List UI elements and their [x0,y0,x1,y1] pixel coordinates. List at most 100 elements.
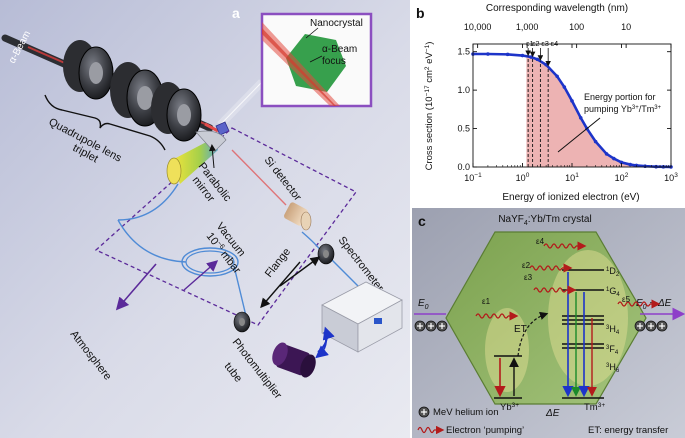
legend-ion: MeV helium ion [418,406,498,418]
si-detector [231,149,312,231]
top-tick-label: 1,000 [516,22,539,32]
y-tick-label: 0.5 [457,124,470,134]
legend-pump: Electron ‘pumping’ [417,425,524,436]
panel-a: a α-Beam Quadrupole lens triplet [0,0,410,438]
photomultiplier-tube [272,342,316,378]
inset-nanocrystal-label: Nanocrystal [310,18,363,29]
panel-b-letter: b [416,5,425,21]
crystal-label: NaYF4:Yb/Tm crystal [498,214,591,227]
pumping-squiggle [617,301,651,307]
lens-brace [44,94,166,151]
top-tick-label: 100 [569,22,584,32]
epsilon-marker-label: ε4 [551,39,559,48]
y-axis-label: Cross section (10−17 cm2 eV−1) [424,42,435,171]
data-point [555,74,559,79]
x-tick-label: 100 [516,172,530,183]
pumping-epsilon-label: ε3 [524,273,533,282]
vacuum-arrow [183,260,219,291]
tm-level-label: 3H6 [606,362,620,374]
epsilon-marker-label: ε1 [526,39,534,48]
inset-focus-label-2: focus [322,56,346,67]
pumping-epsilon-label: ε2 [522,261,531,270]
pumping-epsilon-label: ε4 [536,237,545,246]
annotation-line-1: Energy portion for [584,92,656,102]
inset-focus-label-1: α-Beam [322,44,357,55]
quadrupole-lens-2 [110,62,164,127]
data-point [544,62,548,67]
quadrupole-lens-3 [151,82,202,142]
data-point [578,116,583,120]
incoming-ions [414,320,448,332]
legend-ion-label: MeV helium ion [433,407,498,418]
tm-level-label: 1G4 [606,286,620,298]
data-point [604,152,609,156]
data-point [612,156,616,161]
flange-port-top [317,243,335,265]
inset-light-cone [217,79,265,128]
parabolic-mirror-pointer [208,144,216,169]
epsilon-marker-label: ε3 [541,39,549,48]
data-point [529,55,534,59]
legend-pump-label: Electron ‘pumping’ [446,425,524,436]
inset-beam [262,22,340,106]
data-point [570,99,574,103]
pumping-squiggle [543,243,577,249]
annotation-pointer [557,117,601,153]
top-tick-label: 10 [621,22,631,32]
epsilon-marker-label: ε2 [532,39,540,48]
legend-et-label: ET: energy transfer [588,425,668,436]
energy-transfer-arrow [517,311,549,357]
flange-arrow-up [279,256,321,287]
spectrometer-box [321,281,403,353]
data-point [520,53,525,58]
data-point [505,52,510,57]
x-tick-label: 102 [615,172,629,183]
vacuum-chamber-outline [94,127,357,326]
pumping-epsilon-label: ε1 [482,297,491,306]
tm-level-label: 1D2 [606,266,620,278]
atmosphere-arrow [115,263,157,311]
flange-arrow-down [260,261,301,309]
cross-section-curve [473,52,672,169]
panel-c: c NaYF4:Yb/Tm crystal E0 E0 − ΔE Yb3+ ET [412,208,685,438]
y-tick-label: 0.0 [457,162,470,172]
panel-a-letter: a [232,5,240,21]
fiber-1 [117,183,179,221]
shaded-energy-portion [526,56,671,167]
top-tick-label: 10,000 [464,22,492,32]
delta-e-label: ΔE [545,408,560,419]
quadrupole-lens-1 [63,40,114,100]
tm-label: Tm3+ [584,402,605,413]
inset-zoom: Nanocrystal α-Beam focus [260,12,373,108]
electron-pumping-squiggles: ε1 ε2 ε3 ε4 ε5 [475,237,661,321]
x-tick-label: 10−1 [464,172,482,183]
x-tick-label: 101 [565,172,579,183]
x-tick-label: 103 [664,172,678,183]
data-point [628,162,633,167]
data-point [562,85,567,89]
alpha-beam-tip [204,122,219,133]
yb-label: Yb3+ [500,402,519,413]
parabolic-mirror [166,130,227,185]
data-point [593,139,598,144]
e0-left-label: E0 [418,298,429,311]
flange-port-bottom [233,311,251,333]
et-label: ET [514,324,527,335]
yb-glow [485,308,529,392]
pumping-epsilon-label: ε5 [622,295,631,304]
x-axis-label: Energy of ionized electron (eV) [502,192,639,203]
pumping-squiggle [529,265,563,271]
tm-level-labels: 1D2 1G4 3H4 3F4 3H6 [606,266,620,374]
y-tick-label: 1.5 [457,47,470,57]
top-axis-label: Corresponding wavelength (nm) [486,3,628,14]
pumping-squiggle [533,287,567,293]
data-point [619,160,624,165]
tm-level-label: 3F4 [606,344,619,356]
y-tick-label: 1.0 [457,85,470,95]
outgoing-ions [634,320,668,332]
data-point [535,57,540,62]
tm-level-label: 3H4 [606,324,620,336]
